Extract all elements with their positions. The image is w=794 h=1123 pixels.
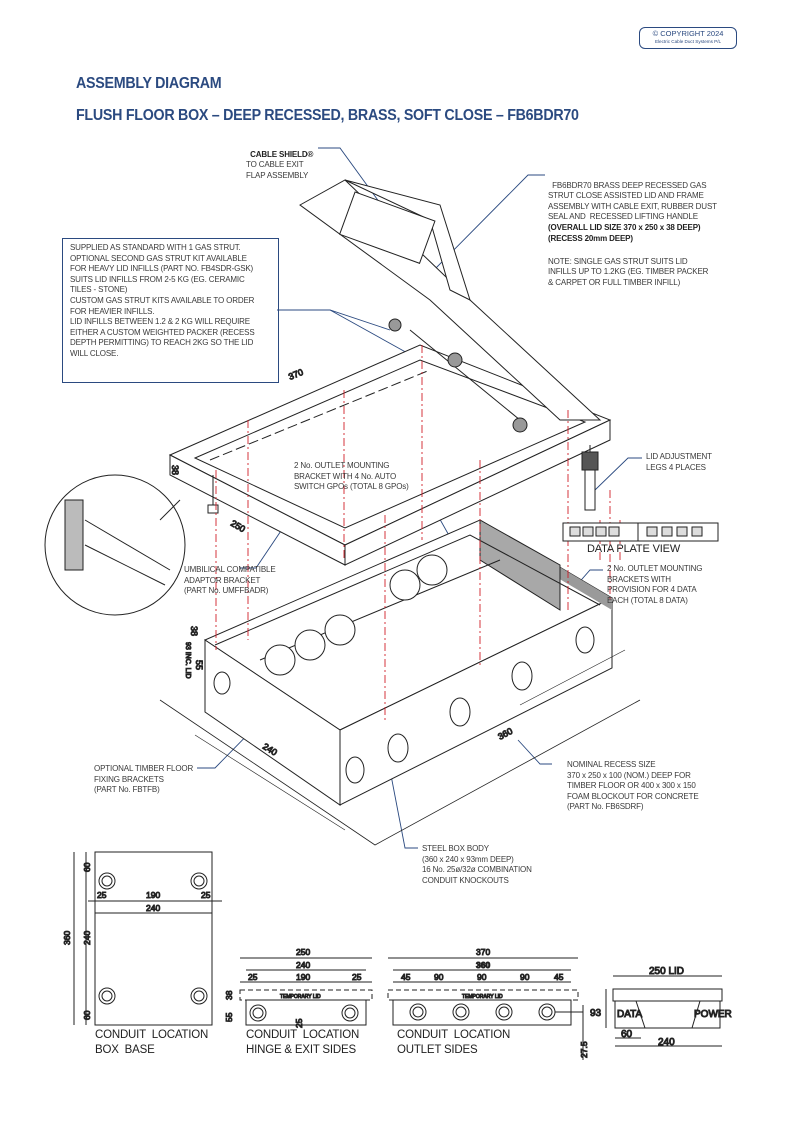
dim-base-mid: 240 xyxy=(82,931,92,945)
dim-base-top: 60 xyxy=(82,862,92,872)
section-data-label: DATA xyxy=(617,1009,643,1020)
view-hinge-exit: 250 240 25 190 25 38 55 25 TEMPORARY LID xyxy=(224,947,373,1029)
dim-lid-depth: 38 xyxy=(170,465,180,475)
gpo-bracket-callout: 2 No. OUTLET MOUNTING BRACKET WITH 4 No.… xyxy=(294,461,409,492)
lid-assembly-text: FB6BDR70 BRASS DEEP RECESSED GAS STRUT C… xyxy=(548,180,717,222)
dim-section-height: 93 xyxy=(590,1008,602,1019)
cable-shield-callout: CABLE SHIELD®TO CABLE EXIT FLAP ASSEMBLY xyxy=(246,139,313,181)
section-power-label: POWER xyxy=(694,1009,732,1020)
dim-base-width: 240 xyxy=(146,903,160,913)
dim-base-edge-l: 25 xyxy=(97,890,107,900)
copyright-badge: © COPYRIGHT 2024 Electric Cable Duct Sys… xyxy=(639,27,737,49)
dim-outlet-s1: 90 xyxy=(434,972,444,982)
dim-section-offset: 60 xyxy=(621,1029,633,1040)
steel-box-body xyxy=(159,519,641,846)
dim-hinge-lid-h: 38 xyxy=(224,990,234,1000)
dim-hinge-span: 190 xyxy=(296,972,310,982)
lid-frame xyxy=(168,344,612,566)
dim-hinge-box: 240 xyxy=(296,960,310,970)
timber-brackets-callout: OPTIONAL TIMBER FLOOR FIXING BRACKETS (P… xyxy=(94,764,194,795)
copyright-text: © COPYRIGHT 2024 xyxy=(652,29,724,38)
dim-base-edge-r: 25 xyxy=(201,890,211,900)
dim-box-length: 360 xyxy=(496,726,514,742)
cable-shield-text: TO CABLE EXIT FLAP ASSEMBLY xyxy=(246,160,309,180)
page-title: FLUSH FLOOR BOX – DEEP RECESSED, BRASS, … xyxy=(76,107,579,124)
umbilical-bracket-detail xyxy=(44,474,186,616)
umbilical-callout: UMBILICAL COMPATIBLE ADAPTOR BRACKET (PA… xyxy=(184,565,276,596)
dim-base-total: 360 xyxy=(62,931,72,945)
lid-assembly-callout: FB6BDR70 BRASS DEEP RECESSED GAS STRUT C… xyxy=(548,170,717,299)
dim-outlet-box: 360 xyxy=(476,960,490,970)
steel-body-callout: STEEL BOX BODY (360 x 240 x 93mm DEEP) 1… xyxy=(422,844,532,885)
company-name: Electric Cable Duct Systems P/L xyxy=(654,39,722,44)
dim-outlet-lid: 370 xyxy=(476,947,490,957)
lid-legs-callout: LID ADJUSTMENT LEGS 4 PLACES xyxy=(646,452,712,472)
view-section: 250 LID 93 DATA POWER 60 240 xyxy=(590,966,733,1049)
dim-outlet-e2: 45 xyxy=(554,972,564,982)
dim-outlet-s3: 90 xyxy=(520,972,530,982)
caption-outlet-sides: CONDUIT LOCATION OUTLET SIDES xyxy=(397,1029,511,1056)
gas-strut-note-box xyxy=(62,238,279,383)
lid-open xyxy=(299,179,602,433)
dim-iso-lid-h: 38 xyxy=(189,626,199,636)
dim-hinge-edge-l: 25 xyxy=(248,972,258,982)
view-box-base: 360 240 60 60 25 190 25 240 xyxy=(62,851,222,1026)
data-plate-label: DATA PLATE VIEW xyxy=(587,543,681,555)
data-plate-view xyxy=(562,522,719,542)
dim-outlet-e1: 45 xyxy=(401,972,411,982)
dim-base-span: 190 xyxy=(146,890,160,900)
cable-shield-title: CABLE SHIELD® xyxy=(250,149,314,159)
dim-outlet-hole: 27.5 xyxy=(579,1041,589,1058)
caption-box-base: CONDUIT LOCATION BOX BASE xyxy=(95,1029,209,1056)
dim-hinge-box-h: 55 xyxy=(224,1012,234,1022)
view-outlet-sides: 370 360 45 90 90 90 45 27.5 TEMPORARY LI… xyxy=(387,947,590,1060)
dim-lid-length: 370 xyxy=(287,367,305,382)
dim-hinge-edge-r: 25 xyxy=(352,972,362,982)
doc-type: ASSEMBLY DIAGRAM xyxy=(76,75,222,92)
dim-box-h: 55 xyxy=(194,660,204,670)
dim-section-width: 240 xyxy=(658,1037,675,1048)
dim-lid-width: 250 xyxy=(229,518,247,534)
caption-hinge-exit: CONDUIT LOCATION HINGE & EXIT SIDES xyxy=(246,1029,360,1056)
temp-lid-label: TEMPORARY LID xyxy=(280,994,321,1000)
recess-callout: NOMINAL RECESS SIZE 370 x 250 x 100 (NOM… xyxy=(567,760,699,812)
gas-strut-note: SUPPLIED AS STANDARD WITH 1 GAS STRUT. O… xyxy=(70,243,255,358)
alignment-lines xyxy=(215,345,621,720)
dim-hinge-lid: 250 xyxy=(296,947,310,957)
lid-assembly-note: NOTE: SINGLE GAS STRUT SUITS LID INFILLS… xyxy=(548,256,709,287)
dim-section-lid: 250 LID xyxy=(649,966,684,977)
dim-hinge-hole: 25 xyxy=(294,1018,304,1028)
dim-base-bottom: 60 xyxy=(82,1010,92,1020)
gpo-outlets xyxy=(264,554,448,676)
data-bracket-callout: 2 No. OUTLET MOUNTING BRACKETS WITH PROV… xyxy=(607,564,703,605)
lid-assembly-size: (OVERALL LID SIZE 370 x 250 x 38 DEEP) (… xyxy=(548,222,701,243)
dim-outlet-s2: 90 xyxy=(477,972,487,982)
temp-lid-label-outlet: TEMPORARY LID xyxy=(462,994,503,1000)
dim-overall-h: 93 INC. LID xyxy=(184,642,191,679)
